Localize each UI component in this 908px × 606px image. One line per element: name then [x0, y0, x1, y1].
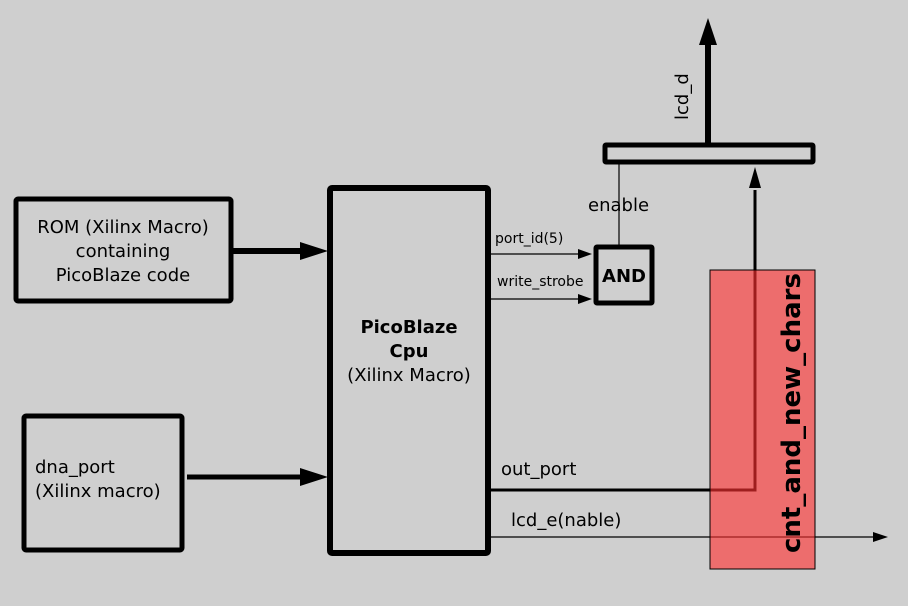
lcd-e-signal: lcd_e(nable): [491, 510, 888, 542]
lcd-d-label: lcd_d: [672, 73, 693, 120]
out-port-label: out_port: [501, 459, 576, 480]
rom-label-line-1: ROM (Xilinx Macro): [37, 217, 209, 238]
rom-to-cpu-arrow: [233, 242, 328, 260]
dna-port-block[interactable]: dna_port (Xilinx macro): [21, 413, 185, 553]
dna-to-cpu-arrow: [187, 468, 328, 486]
port-id-signal: port_id(5): [491, 231, 592, 259]
write-strobe-label: write_strobe: [497, 274, 584, 290]
cpu-label-line-1: PicoBlaze: [360, 317, 457, 338]
lcd-e-label: lcd_e(nable): [511, 510, 621, 531]
write-strobe-signal: write_strobe: [491, 274, 592, 304]
cnt-and-new-chars-label: cnt_and_new_chars: [777, 273, 807, 553]
rom-label-line-3: PicoBlaze code: [56, 265, 190, 286]
rom-block[interactable]: ROM (Xilinx Macro) containing PicoBlaze …: [13, 196, 234, 304]
lcd-d-output-arrow: lcd_d: [672, 18, 717, 143]
dna-label-line-2: (Xilinx macro): [35, 481, 161, 502]
and-gate-label: AND: [602, 266, 646, 287]
cnt-and-new-chars-block[interactable]: cnt_and_new_chars: [709, 269, 816, 570]
and-gate[interactable]: AND: [593, 244, 655, 306]
port-id-label: port_id(5): [495, 231, 563, 247]
enable-signal: enable: [588, 163, 649, 245]
picoblaze-cpu-block[interactable]: PicoBlaze Cpu (Xilinx Macro): [327, 185, 491, 556]
enable-label: enable: [588, 195, 649, 216]
dna-label-line-1: dna_port: [35, 457, 115, 478]
cpu-label-line-2: Cpu: [390, 341, 429, 362]
rom-label-line-2: containing: [76, 241, 171, 262]
cpu-label-line-3: (Xilinx Macro): [347, 365, 471, 386]
lcd-data-register[interactable]: [602, 142, 816, 165]
